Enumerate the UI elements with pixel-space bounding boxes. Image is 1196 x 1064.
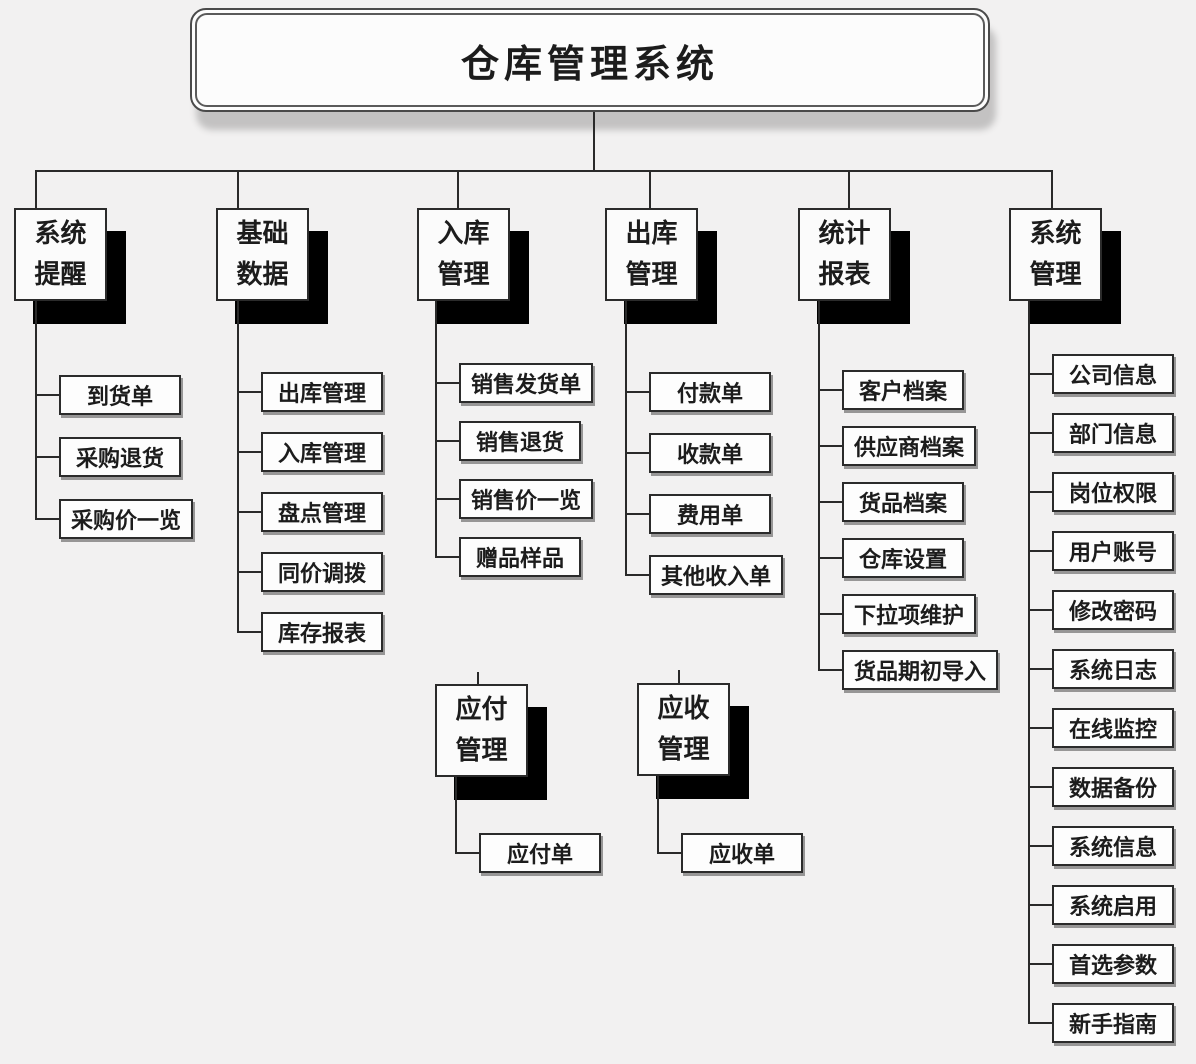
connector-line xyxy=(1028,300,1030,1023)
tree-leaf: 同价调拨 xyxy=(237,552,383,592)
leaf-group: 销售发货单 销售退货 销售价一览 赠品样品 xyxy=(434,363,594,577)
branch-node: 应付管理 xyxy=(435,684,528,777)
branch-node-label: 系统提醒 xyxy=(34,219,87,289)
tree-leaf: 应收单 xyxy=(657,833,803,873)
tree-leaf: 入库管理 xyxy=(237,432,383,472)
leaf-group: 应收单 xyxy=(657,833,803,873)
branch-node: 基础数据 xyxy=(216,208,309,301)
branch-node: 系统提醒 xyxy=(14,208,107,301)
tree-leaf: 数据备份 xyxy=(1028,767,1174,807)
tree-leaf: 采购价一览 xyxy=(34,499,194,539)
connector-line xyxy=(848,170,850,208)
connector-line xyxy=(649,170,651,208)
tree-leaf: 库存报表 xyxy=(237,612,383,652)
tree-leaf: 在线监控 xyxy=(1028,708,1174,748)
tree-leaf: 销售退货 xyxy=(435,421,581,461)
branch-node: 统计报表 xyxy=(798,208,891,301)
branch-node: 应收管理 xyxy=(637,683,730,776)
connector-line xyxy=(455,776,457,853)
tree-leaf: 岗位权限 xyxy=(1028,472,1174,512)
tree-leaf: 首选参数 xyxy=(1028,944,1174,984)
connector-line xyxy=(35,300,37,519)
connector-line xyxy=(1051,170,1053,208)
branch-node: 入库管理 xyxy=(417,208,510,301)
root-node-label: 仓库管理系统 xyxy=(460,43,719,86)
tree-leaf: 用户账号 xyxy=(1028,531,1174,571)
tree-leaf: 赠品样品 xyxy=(435,537,581,577)
tree-leaf: 销售发货单 xyxy=(434,363,594,403)
branch-node-label: 应付管理 xyxy=(455,695,508,765)
tree-leaf: 出库管理 xyxy=(237,372,383,412)
tree-leaf: 货品期初导入 xyxy=(817,650,999,690)
tree-leaf: 公司信息 xyxy=(1028,354,1174,394)
root-node: 仓库管理系统 xyxy=(190,8,990,112)
tree-leaf: 系统日志 xyxy=(1028,649,1174,689)
branch-node: 出库管理 xyxy=(605,208,698,301)
tree-leaf: 采购退货 xyxy=(35,437,181,477)
tree-leaf: 新手指南 xyxy=(1028,1003,1174,1043)
connector-line xyxy=(435,300,437,557)
connector-line xyxy=(477,672,479,685)
connector-line xyxy=(457,170,459,208)
connector-line xyxy=(625,300,627,576)
branch-node-label: 入库管理 xyxy=(437,219,490,289)
tree-leaf: 盘点管理 xyxy=(237,492,383,532)
connector-line xyxy=(593,112,595,170)
branch-node-label: 统计报表 xyxy=(818,219,871,289)
branch-node-label: 出库管理 xyxy=(625,219,678,289)
tree-leaf: 应付单 xyxy=(455,833,601,873)
connector-line xyxy=(657,775,659,853)
tree-leaf: 费用单 xyxy=(625,494,771,534)
leaf-group: 客户档案 供应商档案 货品档案 仓库设置 下拉项维护 货品期初导入 xyxy=(817,370,999,690)
connector-line xyxy=(237,170,239,208)
tree-leaf: 系统启用 xyxy=(1028,885,1174,925)
tree-leaf: 客户档案 xyxy=(818,370,964,410)
tree-leaf: 下拉项维护 xyxy=(817,594,977,634)
leaf-group: 到货单 采购退货 采购价一览 xyxy=(34,375,194,539)
branch-node-label: 应收管理 xyxy=(657,694,710,764)
connector-line xyxy=(818,300,820,671)
tree-leaf: 到货单 xyxy=(35,375,181,415)
tree-leaf: 部门信息 xyxy=(1028,413,1174,453)
connector-line xyxy=(35,170,37,208)
branch-node: 系统管理 xyxy=(1009,208,1102,301)
tree-leaf: 收款单 xyxy=(625,433,771,473)
tree-leaf: 修改密码 xyxy=(1028,590,1174,630)
leaf-group: 出库管理 入库管理 盘点管理 同价调拨 库存报表 xyxy=(237,372,383,652)
tree-leaf: 仓库设置 xyxy=(818,538,964,578)
connector-line xyxy=(678,670,680,684)
branch-node-label: 系统管理 xyxy=(1029,219,1082,289)
tree-leaf: 销售价一览 xyxy=(434,479,594,519)
tree-leaf: 付款单 xyxy=(625,372,771,412)
tree-leaf: 其他收入单 xyxy=(624,555,784,595)
connector-line xyxy=(237,300,239,632)
branch-node-label: 基础数据 xyxy=(236,219,289,289)
tree-leaf: 系统信息 xyxy=(1028,826,1174,866)
tree-leaf: 供应商档案 xyxy=(817,426,977,466)
tree-leaf: 货品档案 xyxy=(818,482,964,522)
leaf-group: 公司信息 部门信息 岗位权限 用户账号 修改密码 系统日志 在线监控 数据备份 … xyxy=(1028,354,1174,1043)
leaf-group: 付款单 收款单 费用单 其他收入单 xyxy=(624,372,784,595)
connector-line xyxy=(35,170,1053,172)
leaf-group: 应付单 xyxy=(455,833,601,873)
